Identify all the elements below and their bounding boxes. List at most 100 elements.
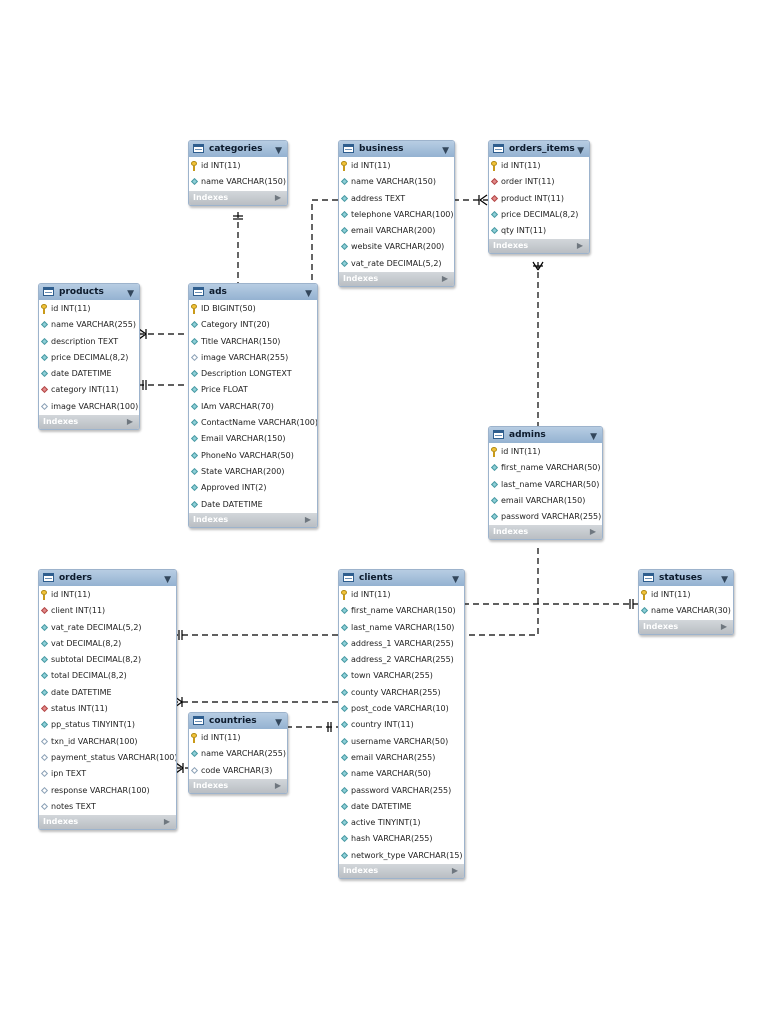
column-row[interactable]: date DATETIME (39, 685, 176, 701)
column-row[interactable]: first_name VARCHAR(150) (339, 603, 464, 619)
table-clients[interactable]: clients▼id INT(11)first_name VARCHAR(150… (338, 569, 465, 880)
column-row[interactable]: pp_status TINYINT(1) (39, 717, 176, 733)
expand-arrow-icon[interactable]: ▶ (304, 514, 311, 524)
indexes-section[interactable]: Indexes▶ (39, 815, 176, 830)
expand-arrow-icon[interactable]: ▶ (274, 780, 281, 790)
column-row[interactable]: image VARCHAR(100) (39, 399, 139, 415)
table-header[interactable]: products▼ (39, 284, 139, 300)
indexes-section[interactable]: Indexes▶ (639, 619, 733, 634)
column-row[interactable]: response VARCHAR(100) (39, 783, 176, 799)
column-row[interactable]: username VARCHAR(50) (339, 734, 464, 750)
column-row[interactable]: password VARCHAR(255) (339, 783, 464, 799)
collapse-arrow-icon[interactable]: ▼ (275, 146, 282, 156)
column-row[interactable]: email VARCHAR(200) (339, 223, 454, 239)
table-header[interactable]: admins▼ (489, 427, 602, 443)
table-orders-items[interactable]: orders_items▼id INT(11)order INT(11)prod… (488, 140, 590, 255)
column-row[interactable]: id INT(11) (339, 158, 454, 174)
column-row[interactable]: vat_rate DECIMAL(5,2) (339, 256, 454, 272)
table-ads[interactable]: ads▼ID BIGINT(50)Category INT(20)Title V… (188, 283, 318, 528)
column-row[interactable]: client INT(11) (39, 603, 176, 619)
column-row[interactable]: id INT(11) (339, 587, 464, 603)
table-header[interactable]: orders▼ (39, 570, 176, 586)
column-row[interactable]: first_name VARCHAR(50) (489, 460, 602, 476)
column-row[interactable]: Category INT(20) (189, 317, 317, 333)
expand-arrow-icon[interactable]: ▶ (589, 527, 596, 537)
indexes-section[interactable]: Indexes▶ (189, 512, 317, 527)
column-row[interactable]: name VARCHAR(255) (189, 746, 287, 762)
table-header[interactable]: categories▼ (189, 141, 287, 157)
table-countries[interactable]: countries▼id INT(11)name VARCHAR(255)cod… (188, 712, 288, 794)
table-orders[interactable]: orders▼id INT(11)client INT(11)vat_rate … (38, 569, 177, 831)
expand-arrow-icon[interactable]: ▶ (441, 274, 448, 284)
column-row[interactable]: Price FLOAT (189, 382, 317, 398)
collapse-arrow-icon[interactable]: ▼ (127, 289, 134, 299)
column-row[interactable]: qty INT(11) (489, 223, 589, 239)
column-row[interactable]: date DATETIME (339, 799, 464, 815)
column-row[interactable]: category INT(11) (39, 382, 139, 398)
expand-arrow-icon[interactable]: ▶ (720, 621, 727, 631)
column-row[interactable]: name VARCHAR(150) (339, 174, 454, 190)
column-row[interactable]: website VARCHAR(200) (339, 239, 454, 255)
expand-arrow-icon[interactable]: ▶ (451, 866, 458, 876)
column-row[interactable]: id INT(11) (39, 587, 176, 603)
column-row[interactable]: price DECIMAL(8,2) (39, 350, 139, 366)
column-row[interactable]: email VARCHAR(150) (489, 493, 602, 509)
column-row[interactable]: id INT(11) (39, 301, 139, 317)
column-row[interactable]: ContactName VARCHAR(100) (189, 415, 317, 431)
table-products[interactable]: products▼id INT(11)name VARCHAR(255)desc… (38, 283, 140, 431)
column-row[interactable]: address_2 VARCHAR(255) (339, 652, 464, 668)
column-row[interactable]: txn_id VARCHAR(100) (39, 734, 176, 750)
column-row[interactable]: id INT(11) (189, 158, 287, 174)
indexes-section[interactable]: Indexes▶ (489, 239, 589, 254)
indexes-section[interactable]: Indexes▶ (339, 272, 454, 287)
column-row[interactable]: name VARCHAR(30) (639, 603, 733, 619)
column-row[interactable]: Approved INT(2) (189, 480, 317, 496)
column-row[interactable]: order INT(11) (489, 174, 589, 190)
table-header[interactable]: clients▼ (339, 570, 464, 586)
column-row[interactable]: name VARCHAR(50) (339, 766, 464, 782)
column-row[interactable]: vat_rate DECIMAL(5,2) (39, 620, 176, 636)
table-admins[interactable]: admins▼id INT(11)first_name VARCHAR(50)l… (488, 426, 603, 541)
collapse-arrow-icon[interactable]: ▼ (721, 575, 728, 585)
column-row[interactable]: name VARCHAR(150) (189, 174, 287, 190)
column-row[interactable]: address_1 VARCHAR(255) (339, 636, 464, 652)
column-row[interactable]: Description LONGTEXT (189, 366, 317, 382)
column-row[interactable]: town VARCHAR(255) (339, 668, 464, 684)
indexes-section[interactable]: Indexes▶ (189, 190, 287, 205)
column-row[interactable]: PhoneNo VARCHAR(50) (189, 448, 317, 464)
column-row[interactable]: Email VARCHAR(150) (189, 431, 317, 447)
column-row[interactable]: product INT(11) (489, 191, 589, 207)
collapse-arrow-icon[interactable]: ▼ (442, 146, 449, 156)
column-row[interactable]: date DATETIME (39, 366, 139, 382)
column-row[interactable]: active TINYINT(1) (339, 815, 464, 831)
collapse-arrow-icon[interactable]: ▼ (164, 575, 171, 585)
table-header[interactable]: ads▼ (189, 284, 317, 300)
column-row[interactable]: password VARCHAR(255) (489, 509, 602, 525)
collapse-arrow-icon[interactable]: ▼ (577, 146, 584, 156)
table-header[interactable]: business▼ (339, 141, 454, 157)
column-row[interactable]: vat DECIMAL(8,2) (39, 636, 176, 652)
column-row[interactable]: county VARCHAR(255) (339, 685, 464, 701)
table-categories[interactable]: categories▼id INT(11)name VARCHAR(150)In… (188, 140, 288, 206)
column-row[interactable]: name VARCHAR(255) (39, 317, 139, 333)
column-row[interactable]: id INT(11) (489, 158, 589, 174)
column-row[interactable]: hash VARCHAR(255) (339, 831, 464, 847)
collapse-arrow-icon[interactable]: ▼ (305, 289, 312, 299)
column-row[interactable]: last_name VARCHAR(150) (339, 620, 464, 636)
expand-arrow-icon[interactable]: ▶ (576, 241, 583, 251)
column-row[interactable]: ID BIGINT(50) (189, 301, 317, 317)
column-row[interactable]: ipn TEXT (39, 766, 176, 782)
column-row[interactable]: id INT(11) (639, 587, 733, 603)
column-row[interactable]: code VARCHAR(3) (189, 763, 287, 779)
column-row[interactable]: IAm VARCHAR(70) (189, 399, 317, 415)
indexes-section[interactable]: Indexes▶ (489, 525, 602, 540)
table-business[interactable]: business▼id INT(11)name VARCHAR(150)addr… (338, 140, 455, 288)
table-statuses[interactable]: statuses▼id INT(11)name VARCHAR(30)Index… (638, 569, 734, 635)
collapse-arrow-icon[interactable]: ▼ (590, 432, 597, 442)
column-row[interactable]: network_type VARCHAR(15) (339, 848, 464, 864)
column-row[interactable]: Title VARCHAR(150) (189, 334, 317, 350)
column-row[interactable]: price DECIMAL(8,2) (489, 207, 589, 223)
indexes-section[interactable]: Indexes▶ (189, 778, 287, 793)
column-row[interactable]: notes TEXT (39, 799, 176, 815)
column-row[interactable]: status INT(11) (39, 701, 176, 717)
